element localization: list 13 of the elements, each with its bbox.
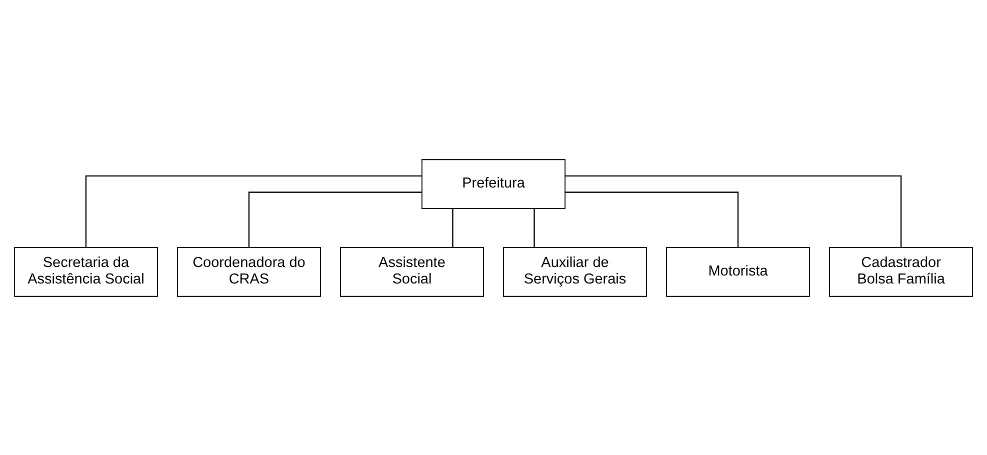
node-box: Assistente Social (340, 246, 484, 296)
node-box: Motorista (666, 246, 810, 296)
node-box: Coordenadora do CRAS (176, 246, 321, 296)
connector (534, 208, 535, 247)
node-box: Prefeitura (422, 158, 566, 208)
node-box: Cadastrador Bolsa Família (829, 246, 974, 296)
connector (565, 191, 739, 247)
node-box: Secretaria da Assistência Social (14, 246, 158, 296)
node-box: Auxiliar de Serviços Gerais (503, 246, 647, 296)
connector (452, 208, 454, 247)
connector (85, 174, 422, 247)
connector (248, 191, 422, 247)
connector (565, 174, 902, 247)
